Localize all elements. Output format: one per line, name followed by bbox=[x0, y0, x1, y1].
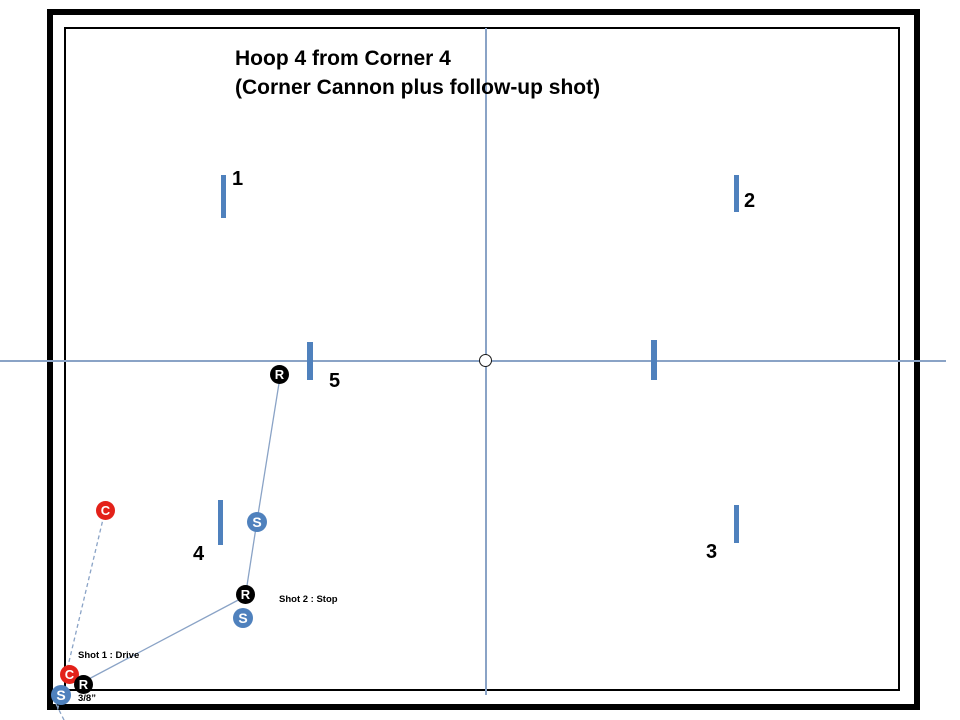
hoop-3-label: 3 bbox=[706, 541, 718, 563]
title-line-1: Hoop 4 from Corner 4 bbox=[235, 47, 451, 70]
gap-3-8-inch-label: 3/8” bbox=[78, 693, 96, 704]
hoop-6-bar bbox=[651, 340, 657, 380]
hoop-5-label: 5 bbox=[329, 370, 341, 392]
c-ball-dashed-path-tail bbox=[55, 703, 65, 720]
ball-S-corner: S bbox=[51, 685, 71, 705]
court-boundary bbox=[64, 27, 900, 691]
outer-border bbox=[47, 9, 920, 710]
ball-R-hoop5: R bbox=[270, 365, 289, 384]
shot-path-r5-to-r2 bbox=[245, 376, 281, 593]
hoop-3-bar bbox=[734, 505, 739, 543]
hoop-4-bar bbox=[218, 500, 223, 545]
diagram-title: Hoop 4 from Corner 4 (Corner Cannon plus… bbox=[235, 44, 600, 102]
hoop-5-bar bbox=[307, 342, 313, 380]
hoop-4-label: 4 bbox=[193, 543, 205, 565]
hoop-2-bar bbox=[734, 175, 739, 212]
shot-1-label: Shot 1 : Drive bbox=[78, 650, 140, 661]
east-west-axis-line bbox=[0, 360, 946, 362]
ball-R-corner: R bbox=[74, 675, 93, 694]
shot-2-label: Shot 2 : Stop bbox=[279, 594, 338, 605]
centre-peg bbox=[479, 354, 492, 367]
title-line-2: (Corner Cannon plus follow-up shot) bbox=[235, 76, 601, 99]
shot1-drive-line bbox=[84, 596, 245, 682]
ball-S-shot2: S bbox=[233, 608, 253, 628]
ball-C-near-hoop4: C bbox=[96, 501, 115, 520]
hoop-1-bar bbox=[221, 175, 226, 218]
hoop-2-label: 2 bbox=[744, 190, 756, 212]
ball-R-shot2: R bbox=[236, 585, 255, 604]
ball-S-hoop4: S bbox=[247, 512, 267, 532]
hoop-1-label: 1 bbox=[232, 168, 244, 190]
